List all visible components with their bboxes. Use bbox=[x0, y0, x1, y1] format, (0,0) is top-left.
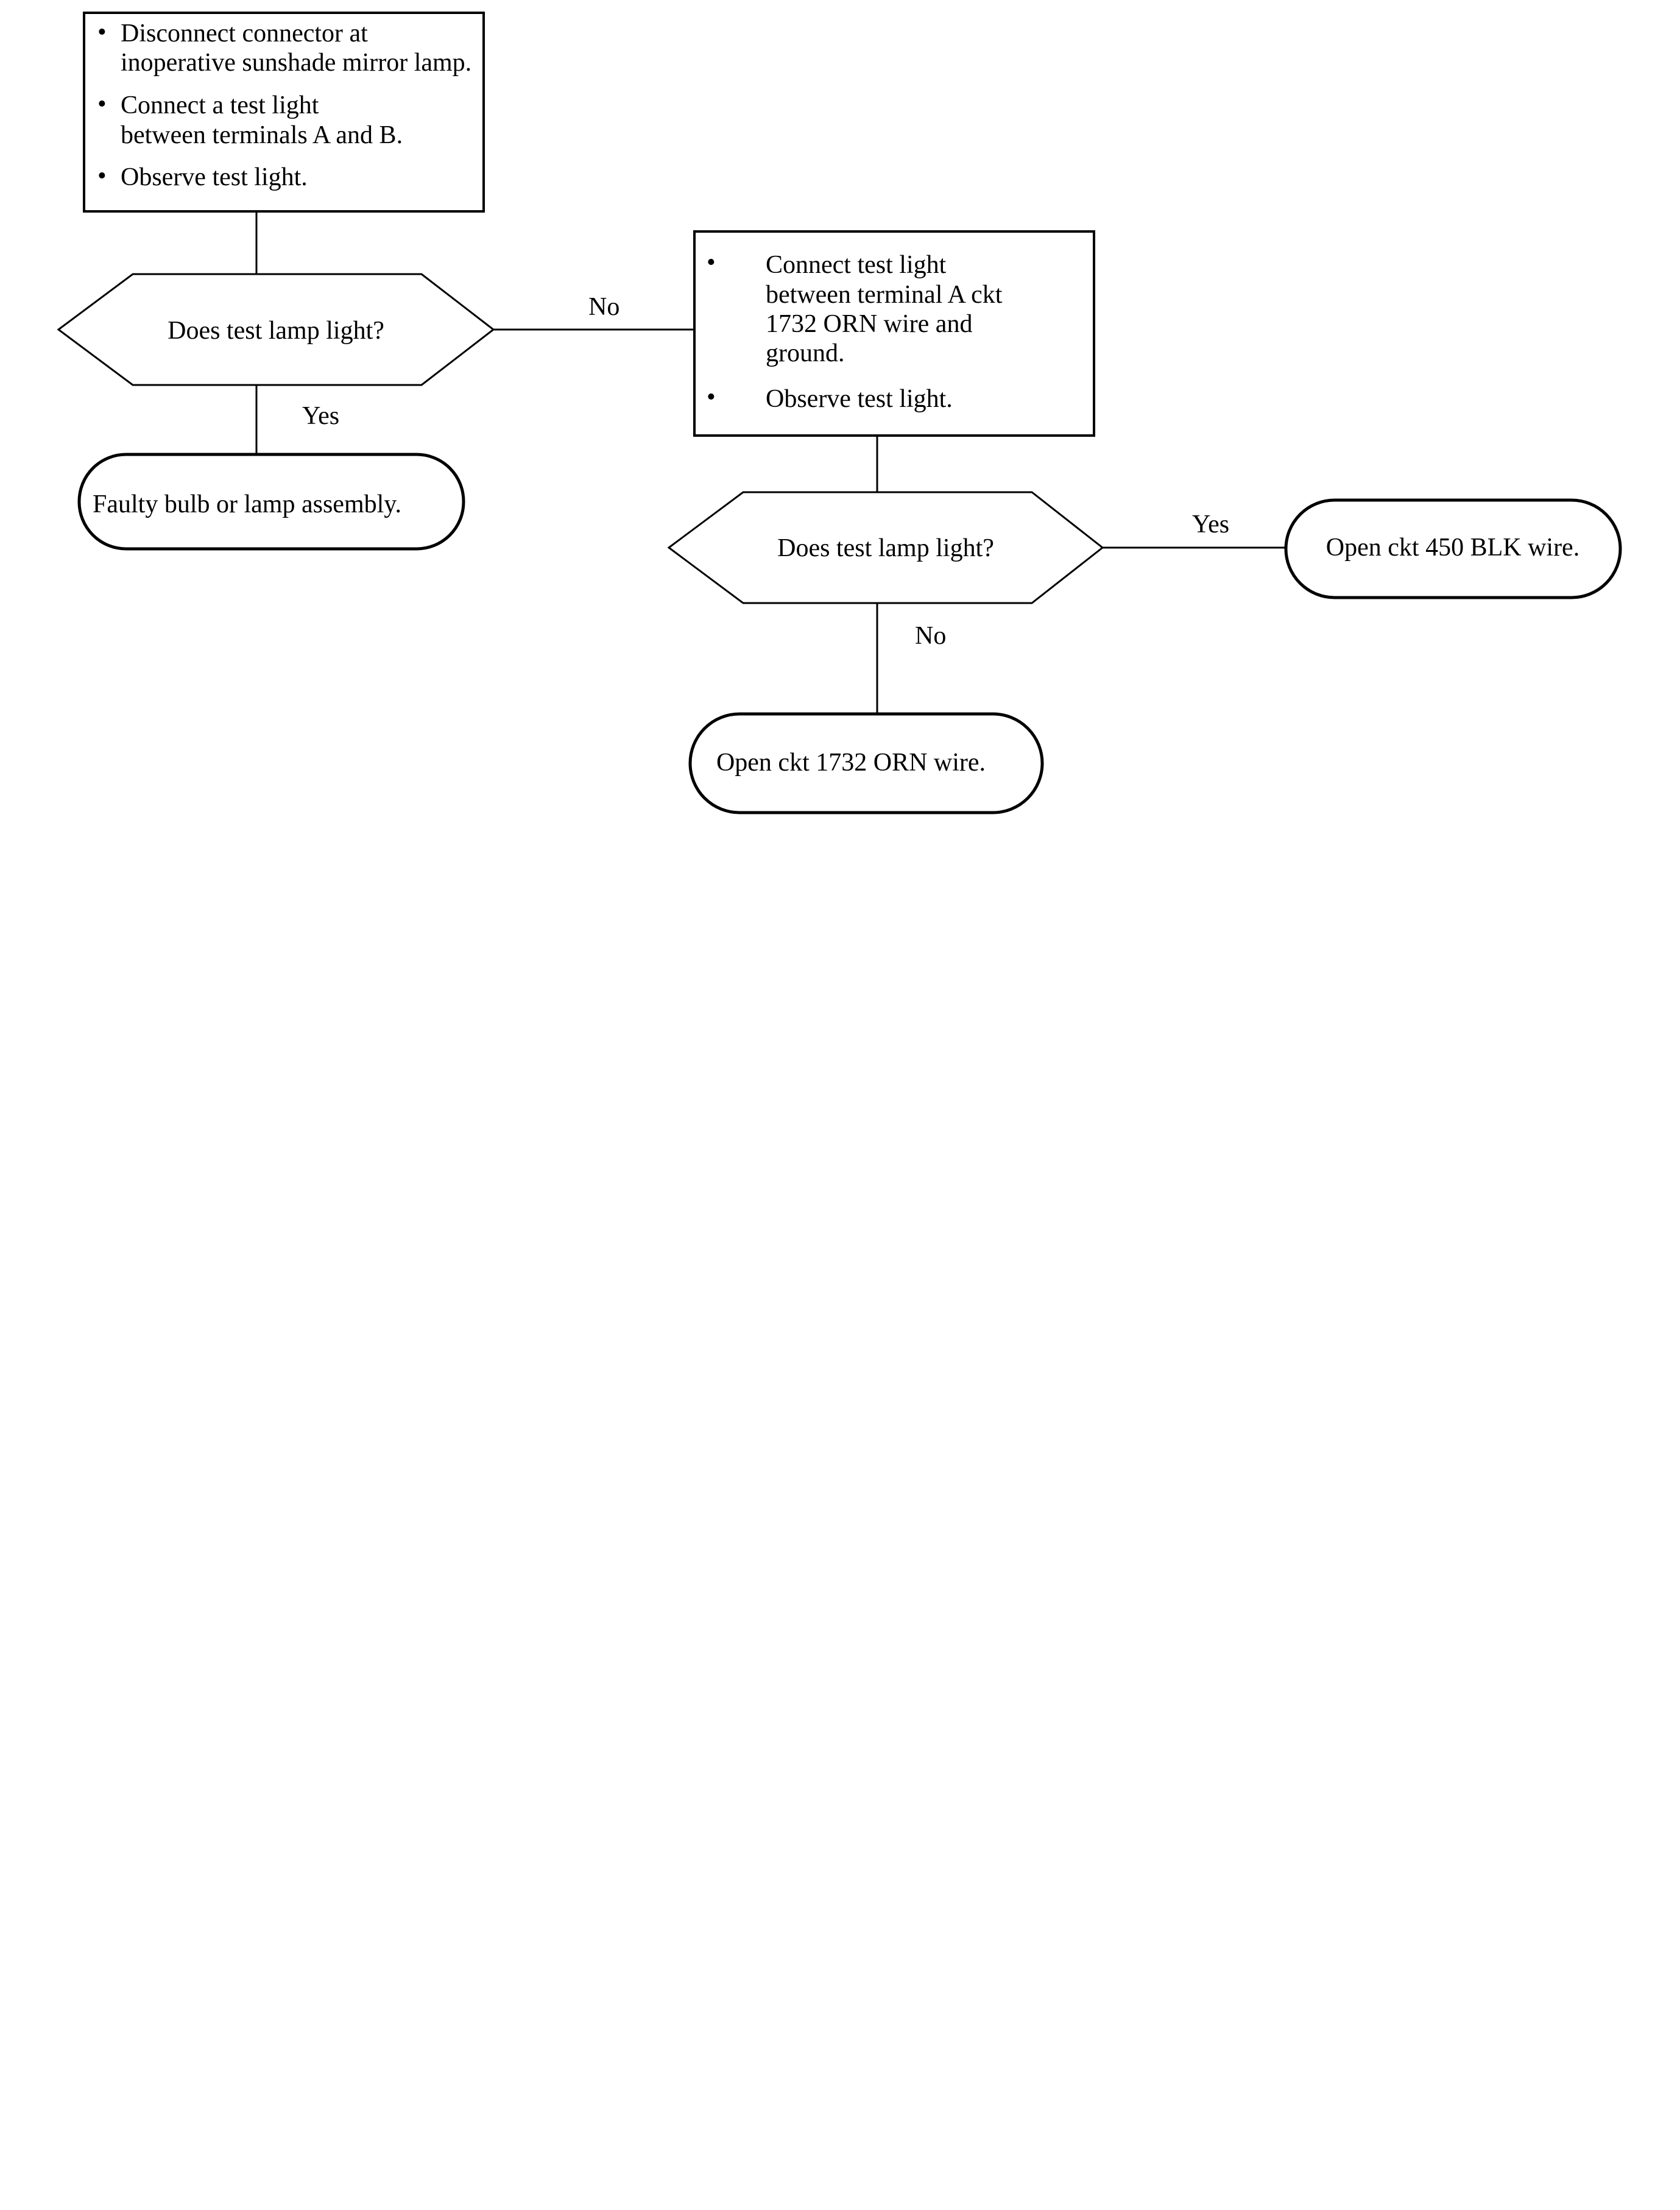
step1-bullet-2: • bbox=[97, 90, 107, 118]
result1-frame bbox=[77, 453, 465, 551]
step1-item-3-line-1: Observe test light. bbox=[121, 163, 308, 191]
decision2-yes-label: Yes bbox=[1192, 510, 1229, 538]
result3-frame bbox=[688, 712, 1044, 814]
step2-item-1-line-1: Connect test light bbox=[766, 251, 947, 279]
result2-terminal: Open ckt 450 BLK wire. bbox=[1284, 498, 1622, 599]
decision2-hexagon bbox=[667, 491, 1104, 604]
result3-terminal: Open ckt 1732 ORN wire. bbox=[688, 712, 1044, 814]
decision1-yes-label: Yes bbox=[302, 402, 339, 430]
decision1-no-label: No bbox=[588, 293, 619, 321]
decision2-no-label: No bbox=[915, 622, 946, 650]
step2-item-1-line-2: between terminal A ckt bbox=[766, 281, 1003, 309]
step1-item-1-line-1: Disconnect connector at bbox=[121, 19, 368, 48]
result2-frame bbox=[1284, 498, 1622, 599]
step2-item-1-line-4: ground. bbox=[766, 339, 845, 367]
step2-item-2-line-1: Observe test light. bbox=[766, 385, 953, 413]
step1-item-2-line-2: between terminals A and B. bbox=[121, 121, 403, 149]
step1-box: • Disconnect connector at inoperative su… bbox=[83, 12, 485, 213]
step1-bullet-1: • bbox=[97, 18, 107, 46]
result1-terminal: Faulty bulb or lamp assembly. bbox=[77, 453, 465, 551]
step1-item-1-line-2: inoperative sunshade mirror lamp. bbox=[121, 49, 471, 77]
step1-bullet-3: • bbox=[97, 162, 107, 190]
decision2: Does test lamp light? bbox=[667, 491, 1104, 604]
decision1: Does test lamp light? bbox=[57, 273, 495, 386]
connectors bbox=[255, 211, 1286, 714]
step2-box: • Connect test light between terminal A … bbox=[693, 230, 1095, 437]
step2-bullet-1: • bbox=[707, 249, 716, 277]
result3-text: Open ckt 1732 ORN wire. bbox=[716, 749, 986, 777]
result1-text: Faulty bulb or lamp assembly. bbox=[93, 490, 401, 518]
step1-item-2-line-1: Connect a test light bbox=[121, 91, 319, 119]
step2-item-1-line-3: 1732 ORN wire and bbox=[766, 310, 972, 338]
decision1-hexagon bbox=[57, 273, 495, 386]
decision2-text: Does test lamp light? bbox=[777, 534, 994, 562]
result2-text: Open ckt 450 BLK wire. bbox=[1326, 534, 1579, 562]
step1-box-frame bbox=[83, 12, 485, 213]
decision1-text: Does test lamp light? bbox=[168, 317, 384, 345]
step2-bullet-2: • bbox=[707, 383, 716, 411]
step2-box-frame bbox=[693, 230, 1095, 437]
